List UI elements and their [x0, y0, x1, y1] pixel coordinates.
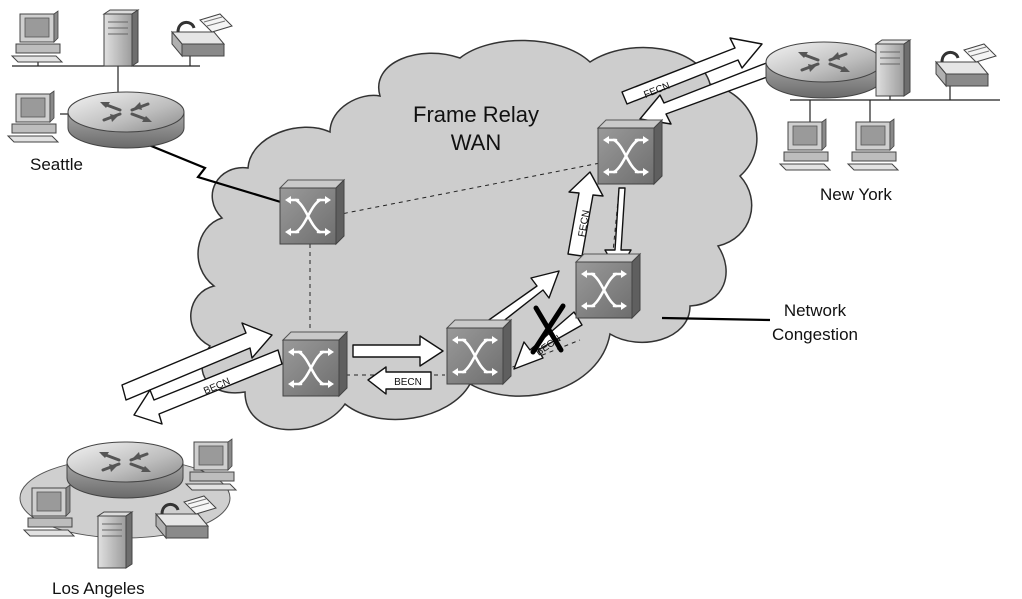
arrow-la-out	[121, 322, 273, 401]
router-icon-newyork	[764, 40, 884, 100]
arrow-becn-right	[513, 311, 583, 370]
becn-mid-label: BECN	[394, 377, 422, 388]
congestion-x-icon	[530, 303, 566, 355]
losangeles-label: Los Angeles	[52, 579, 145, 598]
workstation-icon	[11, 10, 63, 63]
cloud-title-line2: WAN	[451, 130, 502, 155]
server-icon	[97, 511, 133, 569]
congestion-label-line1: Network	[784, 301, 847, 320]
switch-icon-congested	[574, 252, 642, 320]
server-icon	[875, 39, 911, 97]
workstation-icon	[847, 118, 899, 171]
arrow-becn-mid	[367, 366, 432, 395]
router-icon-seattle	[66, 90, 186, 150]
arrow-ny-back	[639, 59, 779, 125]
switch-icon-middle	[445, 318, 513, 386]
arrows	[121, 37, 779, 425]
seattle-site	[7, 9, 234, 150]
switch-icon-newyork	[596, 118, 664, 186]
fecn-right-label: FECN	[577, 209, 593, 238]
access-lines	[116, 130, 771, 322]
fax-icon	[170, 12, 234, 58]
newyork-label: New York	[820, 185, 892, 204]
fax-icon	[934, 42, 998, 88]
server-icon	[103, 9, 139, 67]
arrow-fecn-right	[567, 171, 604, 257]
workstation-icon	[779, 118, 831, 171]
arrow-fecn-top	[621, 37, 763, 105]
newyork-site	[764, 39, 1000, 171]
congestion-label-line2: Congestion	[772, 325, 858, 344]
arrow-mid-forward	[352, 335, 444, 367]
losangeles-site	[19, 438, 237, 569]
cloud-title-line1: Frame Relay	[413, 102, 539, 127]
switch-icon-seattle	[278, 178, 346, 246]
seattle-label: Seattle	[30, 155, 83, 174]
switch-icon-la	[281, 330, 349, 398]
workstation-icon	[7, 90, 59, 143]
arrow-becn-left	[133, 349, 283, 425]
router-icon-la	[65, 440, 185, 500]
